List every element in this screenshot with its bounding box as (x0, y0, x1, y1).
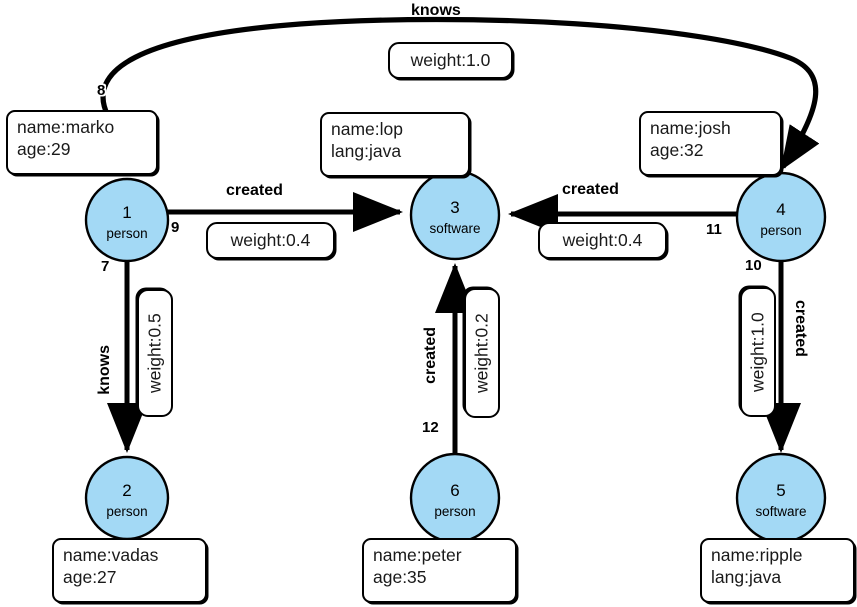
property-line: name:vadas (63, 545, 159, 565)
property-line: lang:java (331, 141, 402, 162)
edge-8-type-label: knows (411, 2, 461, 19)
edge-8-weight-pill: weight:1.0 (388, 42, 513, 79)
edge-8-id-label: 8 (97, 82, 106, 99)
edge-7-type-label: knows (96, 345, 113, 395)
edge-9-type-label: created (226, 182, 283, 199)
edge-9-weight-pill: weight:0.4 (206, 222, 335, 259)
property-line: age:32 (650, 140, 704, 161)
edge-12-type-label: created (422, 327, 439, 384)
node-label-text: person (106, 504, 147, 519)
edge-10-type-label: created (792, 300, 809, 357)
node-6[interactable]: 6 person (409, 452, 501, 544)
node-5[interactable]: 5 software (735, 452, 827, 544)
edge-11-weight-pill: weight:0.4 (538, 222, 667, 259)
edge-7-id-label: 7 (101, 258, 110, 275)
property-line: name:ripple (711, 545, 803, 565)
node-label-text: person (106, 226, 147, 241)
property-line: name:josh (650, 118, 731, 138)
node-id-text: 3 (450, 198, 459, 217)
edge-12-weight-pill: weight:0.2 (464, 288, 500, 418)
node-id-text: 1 (122, 203, 131, 222)
property-line: age:29 (17, 139, 71, 160)
node-2[interactable]: 2 person (84, 455, 170, 541)
node-id-text: 2 (122, 481, 131, 500)
edge-11-id-label: 11 (706, 221, 722, 238)
node-label-text: person (434, 504, 475, 519)
property-line: lang:java (711, 567, 782, 588)
property-line: name:peter (373, 545, 462, 565)
node-circle[interactable] (735, 171, 827, 263)
property-line: name:marko (17, 117, 115, 137)
node-3[interactable]: 3 software (409, 169, 501, 261)
node-id-text: 5 (776, 481, 785, 500)
node-label-text: software (429, 221, 480, 236)
edge-12-id-label: 12 (422, 419, 439, 436)
node-label-text: person (760, 223, 801, 238)
edge-7-weight-pill: weight:0.5 (137, 289, 173, 417)
edge-10-id-label: 10 (745, 257, 762, 274)
node-label-text: software (755, 504, 806, 519)
edge-8-knows[interactable] (100, 16, 820, 171)
edge-10-weight-pill: weight:1.0 (740, 287, 776, 417)
graph-nodes-layer: 1 person 2 person 3 software 4 person 5 software 6… (84, 169, 827, 544)
node-1[interactable]: 1 person (84, 177, 170, 263)
node-id-text: 6 (450, 481, 459, 500)
property-line: age:35 (373, 567, 427, 588)
property-line: name:lop (331, 119, 403, 139)
node-circle[interactable] (84, 177, 170, 263)
node-4[interactable]: 4 person (735, 171, 827, 263)
edge-11-type-label: created (562, 181, 619, 198)
edge-9-id-label: 9 (171, 219, 180, 236)
property-line: age:27 (63, 567, 117, 588)
node-id-text: 4 (776, 200, 785, 219)
